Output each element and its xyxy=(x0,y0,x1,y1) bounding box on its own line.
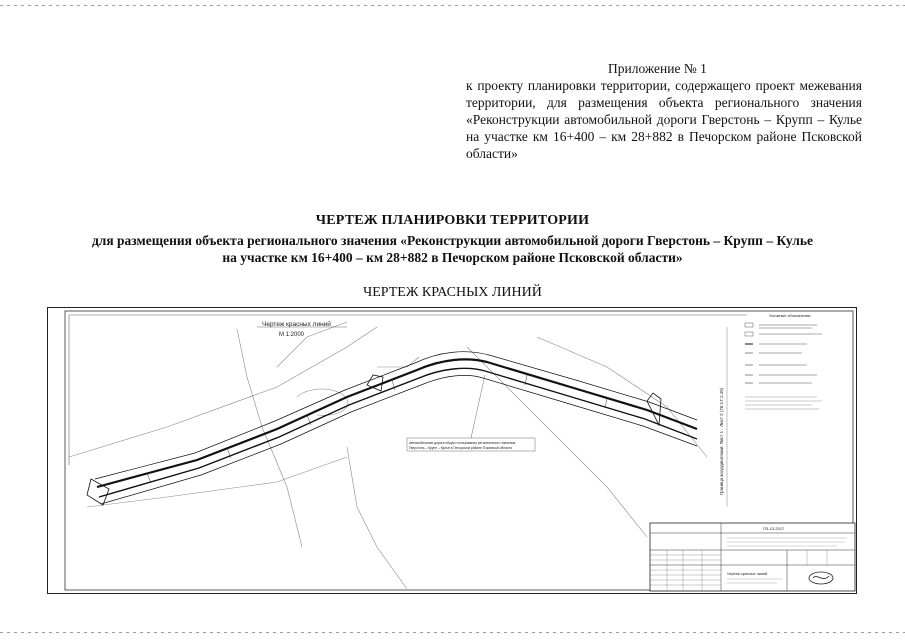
legend-title: Условные обозначения: xyxy=(769,314,811,318)
stamp-code: ПЗ-13-2017 xyxy=(763,526,785,531)
appendix-block: Приложение № 1 к проекту планировки терр… xyxy=(466,60,862,162)
legend: Условные обозначения: xyxy=(744,314,822,410)
title-block-stamp: ПЗ-13-2017 Чертеж красных линий xyxy=(649,522,856,592)
document-subtitle: для размещения объекта регионального зна… xyxy=(0,232,905,266)
map-title: Чертеж красных линий xyxy=(262,320,331,328)
km-ticks xyxy=(146,374,608,484)
road-label-1: Автомобильная дорога общего пользования … xyxy=(409,441,516,445)
road-corridor xyxy=(86,351,698,506)
inner-frame xyxy=(64,310,854,591)
subtitle-line-2: на участке км 16+400 – км 28+882 в Печор… xyxy=(222,250,683,265)
subtitle-line-1: для размещения объекта регионального зна… xyxy=(91,233,814,248)
company-logo xyxy=(808,571,834,585)
section-title: ЧЕРТЕЖ КРАСНЫХ ЛИНИЙ xyxy=(363,285,542,300)
red-lines-drawing: Чертеж красных линий М 1:2000 Автомобиль… xyxy=(47,307,857,594)
appendix-text: к проекту планировки территории, содержа… xyxy=(466,78,862,161)
document-title: ЧЕРТЕЖ ПЛАНИРОВКИ ТЕРРИТОРИИ xyxy=(315,213,590,228)
road-label-2: Гверстонь – Крупп – Кулье в Печорском ра… xyxy=(409,446,512,450)
map-scale: М 1:2000 xyxy=(279,332,305,338)
appendix-number: Приложение № 1 xyxy=(608,61,707,76)
drawing-sheet: Чертеж красных линий М 1:2000 Автомобиль… xyxy=(47,307,857,594)
stamp-sheet-title: Чертеж красных линий xyxy=(727,572,767,576)
side-note: Граница координатами: Лист 1 - Лист 2 (7… xyxy=(719,387,724,495)
